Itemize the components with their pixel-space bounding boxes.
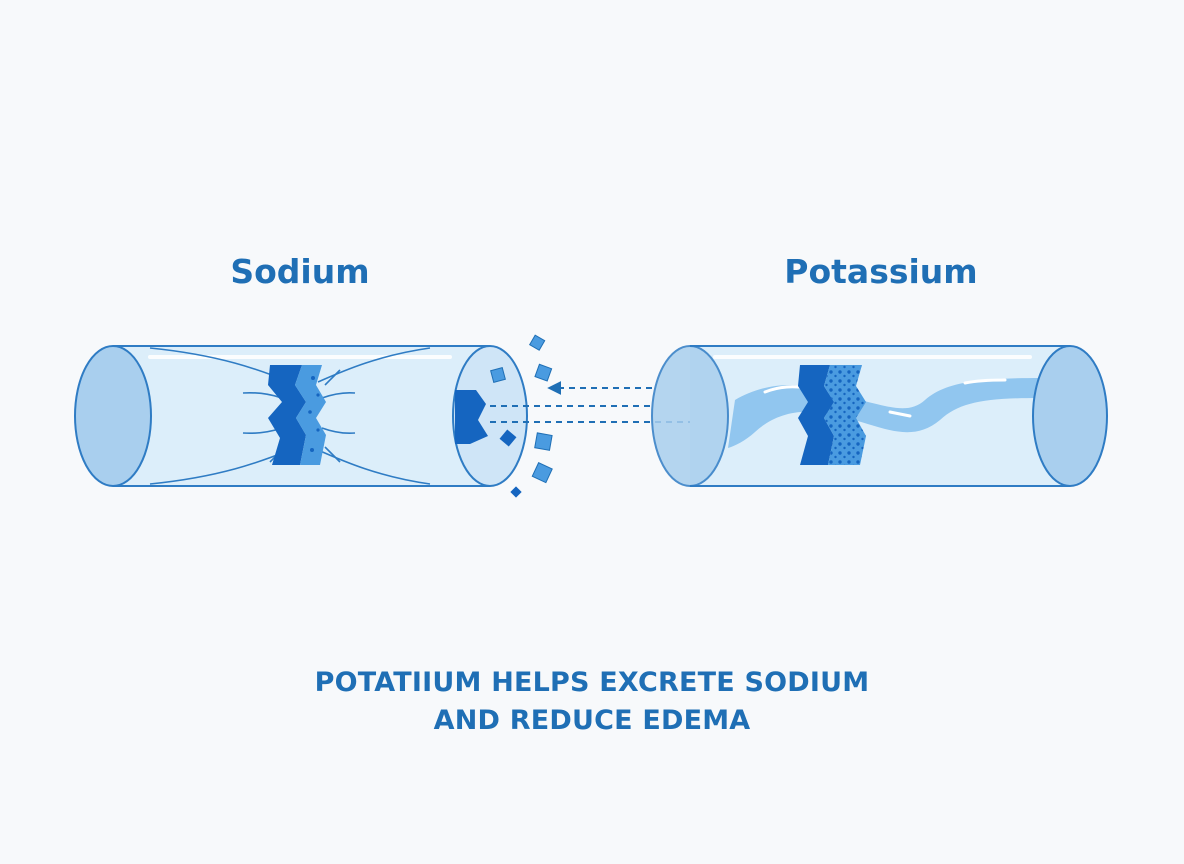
sodium-crystal xyxy=(490,367,506,383)
sodium-crystal xyxy=(510,486,522,498)
potassium-tube xyxy=(651,345,1108,487)
sodium-end-blockage xyxy=(455,390,488,444)
sodium-blockage-crystals xyxy=(295,365,326,465)
potassium-crystals xyxy=(824,365,866,465)
sodium-blockage xyxy=(268,365,306,465)
caption-line-2: AND REDUCE EDEMA xyxy=(433,705,751,736)
sodium-label: Sodium xyxy=(230,252,370,291)
sodium-tube xyxy=(74,345,528,487)
sodium-crystal xyxy=(499,429,517,447)
sodium-crystals xyxy=(490,334,553,498)
potassium-label: Potassium xyxy=(784,252,978,291)
sodium-tube-left-end xyxy=(74,345,152,487)
sodium-crystal xyxy=(534,432,553,451)
sodium-crystal xyxy=(534,363,553,382)
exchange-arrows xyxy=(490,381,778,429)
potassium-tube-right-end xyxy=(1032,345,1108,487)
sodium-crystal xyxy=(528,334,546,351)
potassium-blockage xyxy=(798,365,834,465)
sodium-tube-right-end xyxy=(452,345,528,487)
potassium-tube-left-end xyxy=(651,345,729,487)
caption-line-1: POTATIIUM HELPS EXCRETE SODIUM xyxy=(314,667,870,698)
caption: POTATIIUM HELPS EXCRETE SODIUM AND REDUC… xyxy=(0,664,1184,740)
sodium-crystal xyxy=(531,462,553,484)
